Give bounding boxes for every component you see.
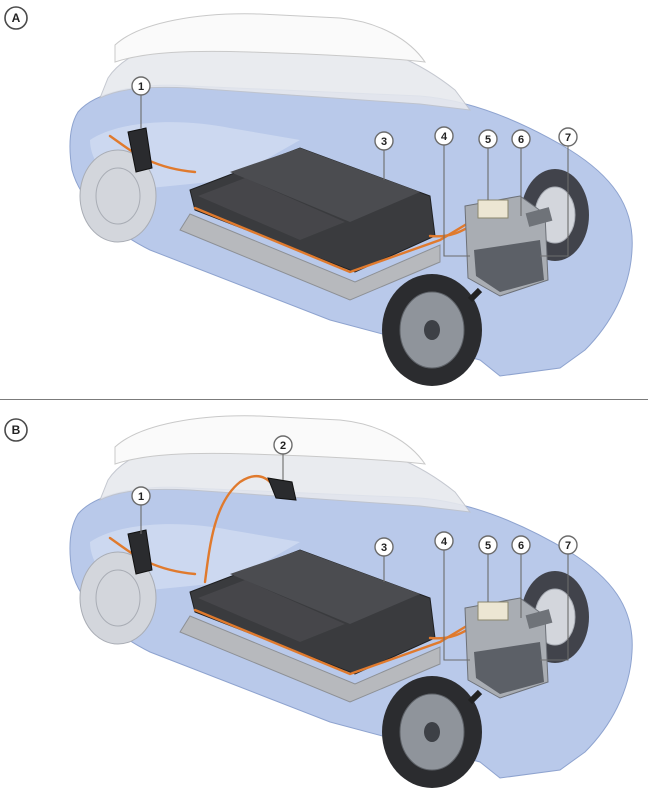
callout-number: 3: [381, 542, 387, 554]
callout-a-6: 6: [511, 129, 531, 149]
panel-label-text-b: B: [12, 423, 21, 437]
callout-number: 4: [441, 131, 448, 143]
drive-unit-b: [464, 597, 553, 699]
panel-divider: [0, 399, 648, 400]
drive-unit-a: [464, 195, 553, 297]
callout-number: 4: [441, 536, 448, 548]
hv-battery-b: [179, 549, 441, 703]
callout-b-5: 5: [478, 535, 498, 555]
callout-a-1: 1: [131, 76, 151, 96]
second-charging-socket-b: [267, 477, 297, 501]
callout-a-5: 5: [478, 129, 498, 149]
panel-b: B 1 2 3 4 5 6 7: [0, 402, 648, 800]
callout-number: 1: [138, 81, 144, 93]
panel-a: A 1 3 4 5 6 7: [0, 0, 648, 398]
panel-label-text-a: A: [12, 11, 21, 25]
panel-label-a: A: [4, 6, 28, 30]
callout-number: 7: [565, 132, 571, 144]
front-wheel-b: [382, 676, 483, 788]
hv-battery-a: [179, 147, 441, 301]
callout-b-6: 6: [511, 535, 531, 555]
front-wheel-a: [382, 274, 483, 386]
callout-number: 5: [485, 134, 491, 146]
charging-socket-b: [127, 529, 153, 575]
callout-b-7: 7: [558, 535, 578, 555]
callout-a-3: 3: [374, 131, 394, 151]
callout-number: 6: [518, 134, 524, 146]
panel-label-b: B: [4, 418, 28, 442]
callout-b-1: 1: [131, 486, 151, 506]
callout-number: 7: [565, 540, 571, 552]
callout-number: 2: [280, 440, 286, 452]
car-diagram-b: B 1 2 3 4 5 6 7: [4, 415, 633, 788]
callout-number: 6: [518, 540, 524, 552]
leader-lines-a: [140, 95, 569, 257]
leader-lines-b: [140, 454, 569, 661]
callout-b-4: 4: [434, 531, 454, 551]
callout-b-2: 2: [273, 435, 293, 455]
callout-a-7: 7: [558, 127, 578, 147]
callout-number: 3: [381, 136, 387, 148]
car-diagram-a: A 1 3 4 5 6 7: [4, 6, 633, 386]
callout-number: 5: [485, 540, 491, 552]
charging-socket-a: [127, 127, 153, 173]
callout-number: 1: [138, 491, 144, 503]
callout-a-4: 4: [434, 126, 454, 146]
callout-b-3: 3: [374, 537, 394, 557]
